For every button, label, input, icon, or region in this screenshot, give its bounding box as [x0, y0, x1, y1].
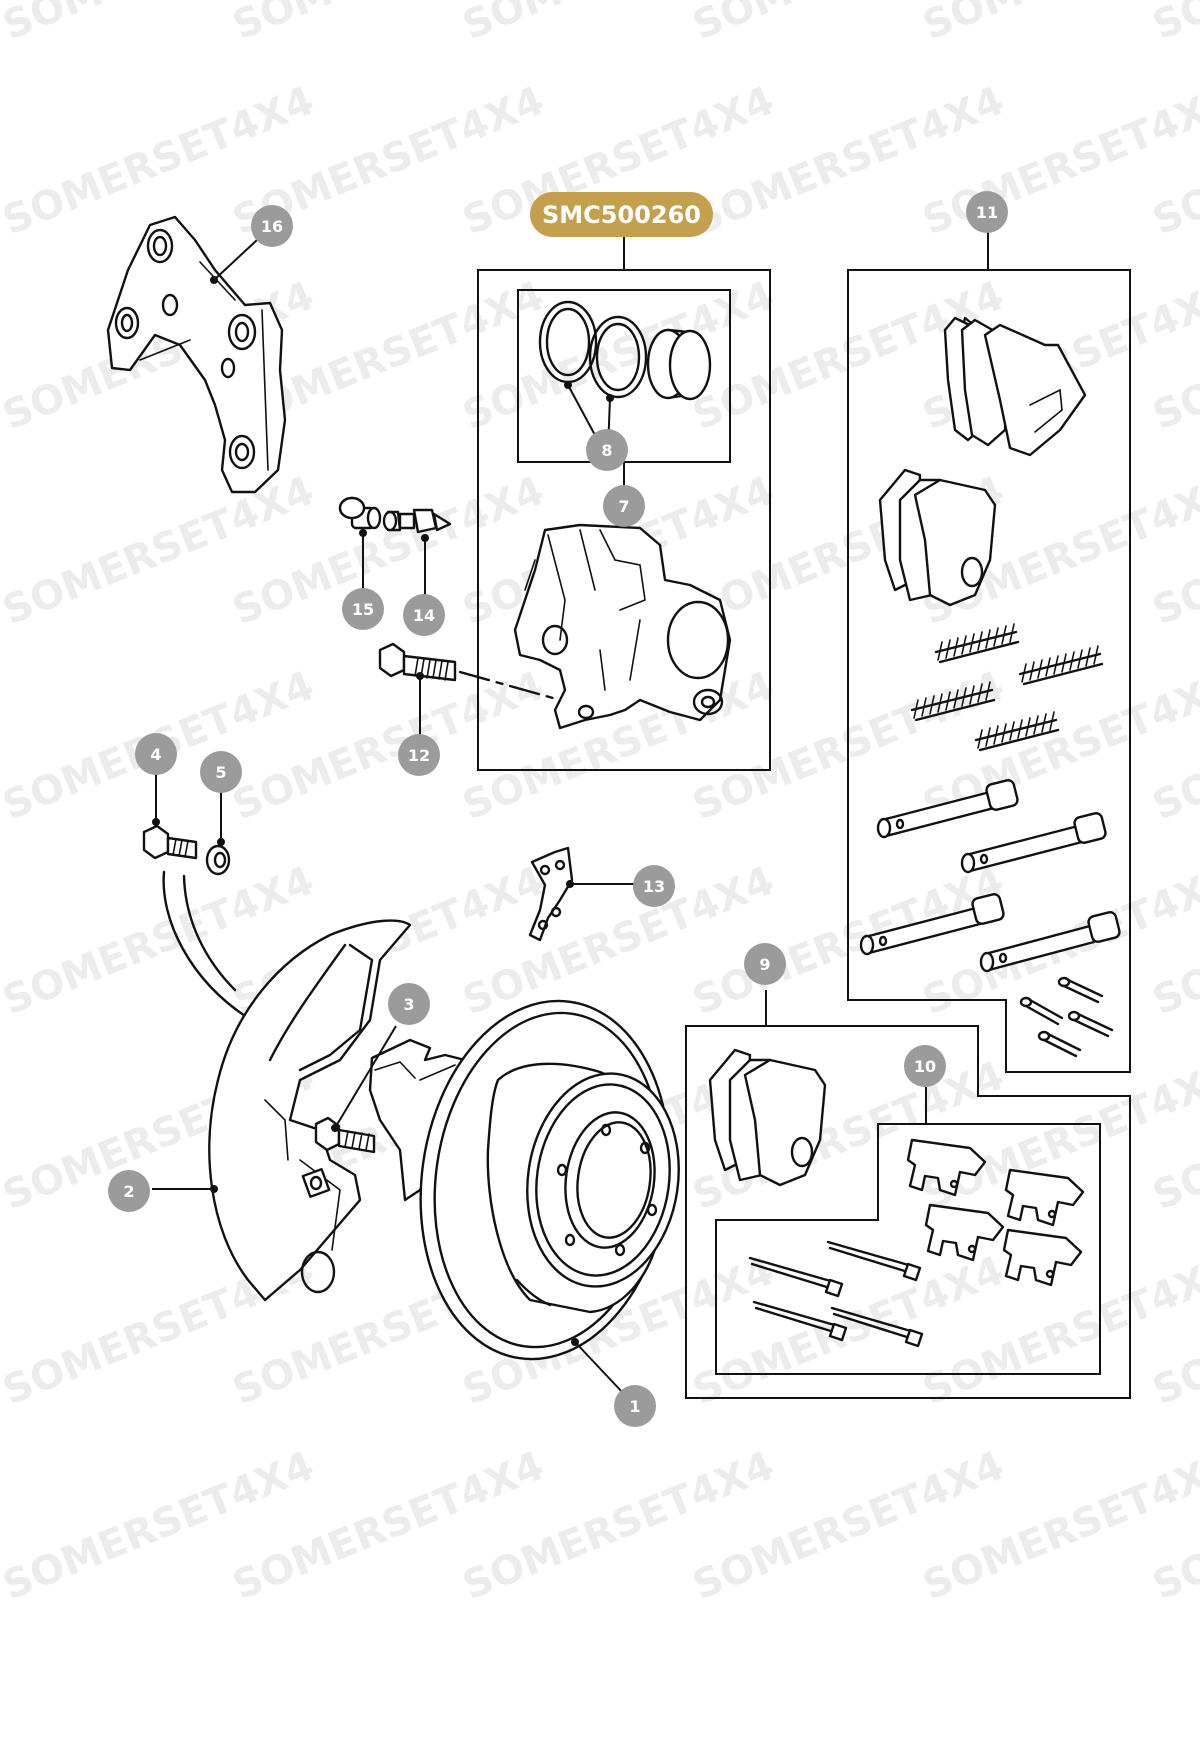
callout-3[interactable]: 3: [388, 983, 430, 1025]
anti-squeal-pins[interactable]: [748, 1240, 924, 1348]
callout-circle: [251, 205, 293, 247]
pad-kit-frame-11: [847, 230, 1131, 1073]
kit-part-number: SMC500260: [542, 201, 701, 229]
callout-8[interactable]: 8: [586, 429, 628, 471]
piston-part[interactable]: [646, 328, 712, 401]
bush-part-15[interactable]: [338, 496, 382, 530]
callout-number: 15: [352, 600, 374, 619]
caliper-kit-frame: [477, 232, 771, 771]
bleed-screw-part-14[interactable]: [382, 508, 452, 534]
callout-13[interactable]: 13: [633, 865, 675, 907]
callout-circle: [633, 865, 675, 907]
callout-circle: [388, 983, 430, 1025]
callout-circle: [744, 943, 786, 985]
callout-9[interactable]: 9: [744, 943, 786, 985]
callout-circle: [966, 191, 1008, 233]
anti-rattle-springs[interactable]: [910, 623, 1104, 752]
callout-4[interactable]: 4: [135, 733, 177, 775]
caliper-part-7[interactable]: [513, 523, 732, 730]
bolt-part-4[interactable]: [142, 824, 198, 860]
brake-disc-part-1[interactable]: [398, 985, 692, 1376]
brake-pads-set-b[interactable]: [878, 468, 997, 607]
watermark-text: SOMERSET4X4: [1147, 0, 1200, 49]
callout-14[interactable]: 14: [403, 594, 445, 636]
callout-number: 4: [150, 745, 161, 764]
shim-part-13[interactable]: [528, 846, 574, 942]
callout-number: 1: [629, 1397, 640, 1416]
callout-15[interactable]: 15: [342, 588, 384, 630]
bolt-part-12[interactable]: [378, 642, 562, 702]
callout-11[interactable]: 11: [966, 191, 1008, 233]
callout-circle: [586, 429, 628, 471]
callout-number: 3: [403, 995, 414, 1014]
brake-shield-part-2[interactable]: [208, 919, 467, 1302]
fitting-kit-frame-10: [715, 1087, 1101, 1375]
callout-number: 8: [601, 441, 612, 460]
pad-kit-frame-9: [685, 990, 1131, 1399]
callout-5[interactable]: 5: [200, 751, 242, 793]
callout-1[interactable]: 1: [614, 1385, 656, 1427]
callout-number: 10: [914, 1057, 936, 1076]
callout-7[interactable]: 7: [603, 485, 645, 527]
callout-number: 13: [643, 877, 665, 896]
callout-circle: [200, 751, 242, 793]
callout-number: 16: [261, 217, 283, 236]
callout-12[interactable]: 12: [398, 734, 440, 776]
washer-part-5[interactable]: [205, 844, 231, 876]
callout-number: 7: [618, 497, 629, 516]
pad-clips[interactable]: [906, 1138, 1085, 1287]
leader-lines: [152, 225, 634, 1395]
callout-10[interactable]: 10: [904, 1045, 946, 1087]
callout-number: 14: [413, 606, 435, 625]
split-pins[interactable]: [1019, 976, 1114, 1058]
brake-pads-set-a[interactable]: [943, 316, 1087, 457]
fitting-arrows: [162, 870, 250, 1020]
callout-number: 12: [408, 746, 430, 765]
callout-circle: [135, 733, 177, 775]
callout-number: 2: [123, 1182, 134, 1201]
pad-retaining-pins[interactable]: [859, 779, 1121, 973]
caliper-bracket-part-16[interactable]: [106, 215, 287, 494]
callout-circle: [108, 1170, 150, 1212]
callout-number: 9: [759, 955, 770, 974]
callout-number: 5: [215, 763, 226, 782]
callout-2[interactable]: 2: [108, 1170, 150, 1212]
callout-circle: [398, 734, 440, 776]
callout-circle: [342, 588, 384, 630]
callout-circle: [904, 1045, 946, 1087]
callout-16[interactable]: 16: [251, 205, 293, 247]
kit-part-number-badge[interactable]: SMC500260: [530, 192, 713, 237]
callout-circle: [603, 485, 645, 527]
callout-circle: [403, 594, 445, 636]
callout-number: 11: [976, 203, 998, 222]
callout-circle: [614, 1385, 656, 1427]
brake-pads-part-9[interactable]: [708, 1048, 827, 1187]
